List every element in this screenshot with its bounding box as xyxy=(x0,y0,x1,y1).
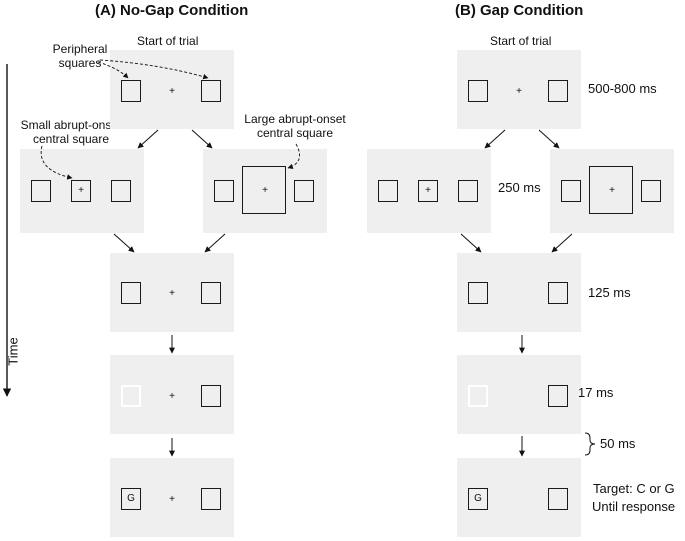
peripheral-square-right xyxy=(548,385,568,407)
peripheral-square-right xyxy=(548,488,568,510)
peripheral-square-right xyxy=(458,180,478,202)
arrow-a-1 xyxy=(137,129,159,149)
peripheral-square-left xyxy=(378,180,398,202)
peripheral-square-right xyxy=(111,180,131,202)
peripheral-square-right xyxy=(294,180,314,202)
peripheral-square-right xyxy=(548,80,568,102)
peripheral-square-right xyxy=(201,385,221,407)
b-small-onset-panel: + xyxy=(367,149,491,233)
arrow-b-4 xyxy=(551,233,573,253)
small-square-pointer xyxy=(40,145,73,180)
fixation-cross: + xyxy=(609,185,615,196)
duration-5: 50 ms xyxy=(600,436,636,451)
blank-square-left xyxy=(121,385,141,407)
peripheral-pointer-left xyxy=(97,61,129,79)
arrow-a-4 xyxy=(204,233,226,253)
fixation-cross: + xyxy=(169,288,175,299)
fixation-cross: + xyxy=(169,86,175,97)
peripheral-square-left xyxy=(214,180,234,202)
peripheral-square-left xyxy=(468,80,488,102)
arrow-a-3 xyxy=(113,233,135,253)
large-square-pointer xyxy=(287,143,301,170)
fixation-cross: + xyxy=(262,185,268,196)
target-label: Target: C or G xyxy=(593,481,675,496)
a-small-onset-panel: + xyxy=(20,149,144,233)
fixation-cross: + xyxy=(169,494,175,505)
a-panel-3: + xyxy=(110,253,234,332)
target-letter: G xyxy=(474,493,482,504)
b-large-onset-panel: + xyxy=(550,149,674,233)
peripheral-square-right xyxy=(201,80,221,102)
b-blank-panel xyxy=(457,355,581,434)
duration-1: 500-800 ms xyxy=(588,81,657,96)
fixation-cross: + xyxy=(169,391,175,402)
duration-2: 250 ms xyxy=(498,180,541,195)
duration-3: 125 ms xyxy=(588,285,631,300)
large-central-square xyxy=(242,166,286,214)
panel-a-title: (A) No-Gap Condition xyxy=(95,2,249,19)
target-square: G xyxy=(468,488,488,510)
fixation-cross: + xyxy=(78,185,84,196)
arrow-b-3 xyxy=(460,233,482,253)
b-start-panel: + xyxy=(457,50,581,129)
large-central-square xyxy=(589,166,633,214)
fixation-cross: + xyxy=(516,86,522,97)
blank-square-left xyxy=(468,385,488,407)
peripheral-square-right xyxy=(641,180,661,202)
peripheral-square-left xyxy=(121,282,141,304)
b-gap-panel xyxy=(457,253,581,332)
a-start-label: Start of trial xyxy=(137,34,199,48)
a-large-onset-panel: + xyxy=(203,149,327,233)
peripheral-square-right xyxy=(201,282,221,304)
brace-50ms xyxy=(584,432,596,456)
a-target-panel: G + xyxy=(110,458,234,537)
target-letter: G xyxy=(127,493,135,504)
response-label: Until response xyxy=(592,499,676,514)
peripheral-square-left xyxy=(31,180,51,202)
peripheral-square-left xyxy=(121,80,141,102)
arrow-b-1 xyxy=(484,129,506,149)
small-central-square xyxy=(71,180,91,202)
peripheral-pointer-right xyxy=(99,59,209,80)
peripheral-square-right xyxy=(201,488,221,510)
duration-4: 17 ms xyxy=(578,385,614,400)
peripheral-square-left xyxy=(468,282,488,304)
small-central-square xyxy=(418,180,438,202)
panel-b-title: (B) Gap Condition xyxy=(455,2,584,19)
fixation-cross: + xyxy=(425,185,431,196)
peripheral-square-left xyxy=(561,180,581,202)
arrow-a-2 xyxy=(191,129,213,149)
a-panel-4: + xyxy=(110,355,234,434)
target-square: G xyxy=(121,488,141,510)
b-target-panel: G xyxy=(457,458,581,537)
peripheral-square-right xyxy=(548,282,568,304)
arrow-b-2 xyxy=(538,129,560,149)
b-start-label: Start of trial xyxy=(490,34,552,48)
